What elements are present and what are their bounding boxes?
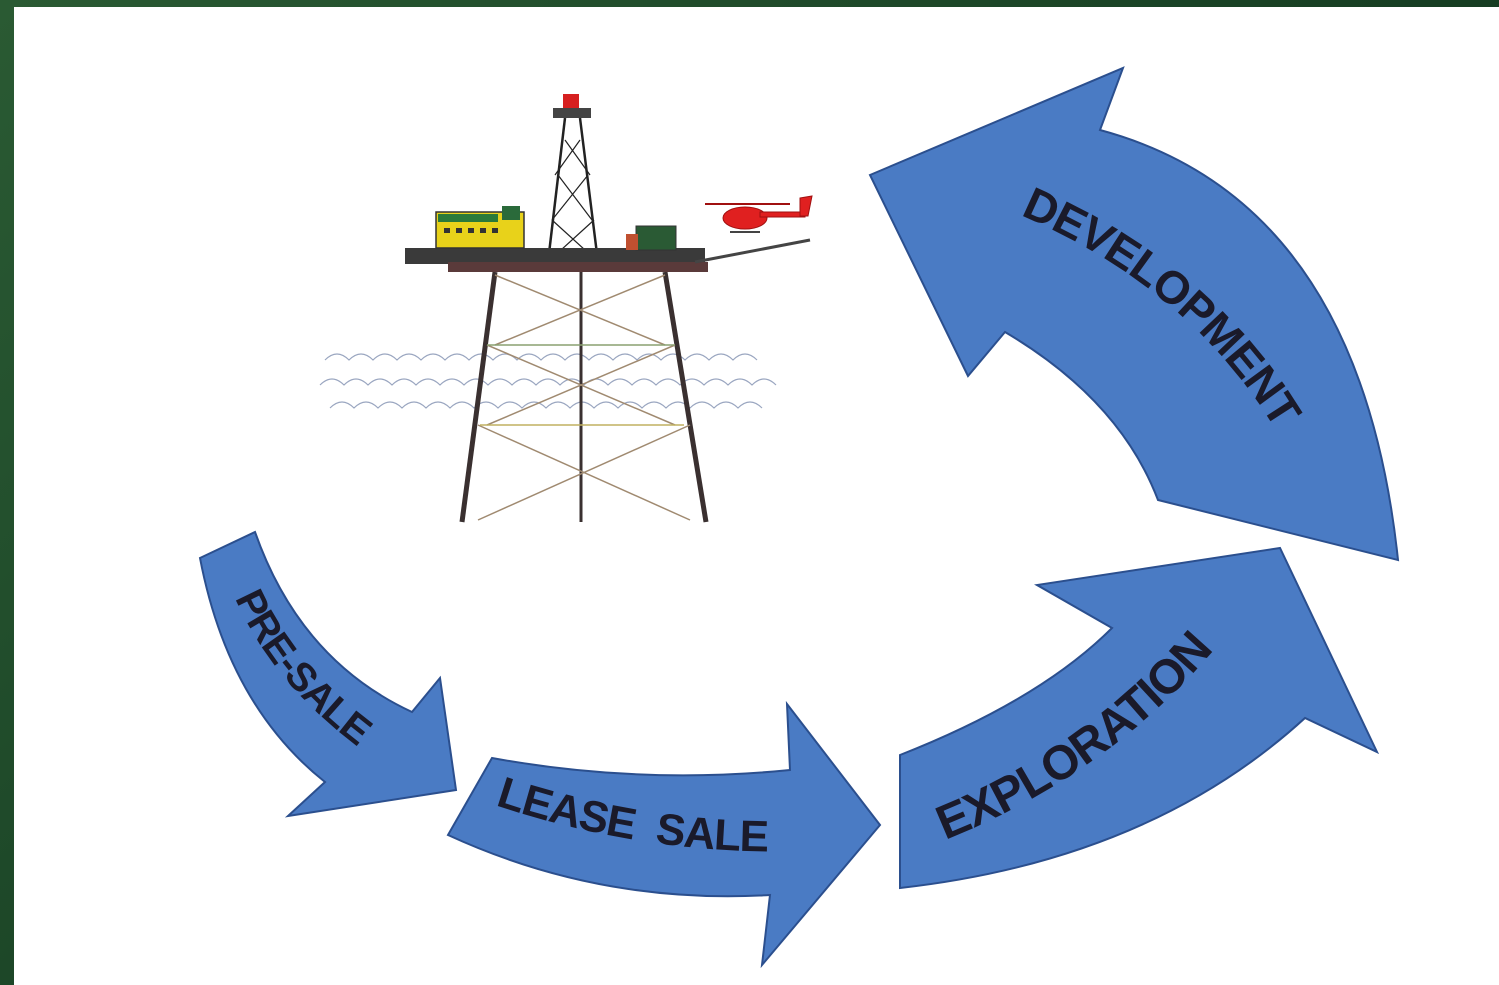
lease-sale-arrow <box>446 700 882 969</box>
platform-bracing <box>477 274 691 521</box>
exploration-arrow <box>899 546 1380 890</box>
platform-jacket <box>459 271 709 523</box>
helicopter-icon <box>705 195 813 233</box>
crown-block <box>553 108 591 118</box>
quarters-tower <box>502 206 520 220</box>
platform-deck <box>405 248 705 264</box>
quarters-roof <box>438 214 498 222</box>
quarters-windows <box>444 228 498 233</box>
platform-subdeck <box>448 262 708 272</box>
helipad <box>694 238 811 264</box>
oil-platform-icon <box>319 94 813 523</box>
derrick-beacon <box>563 94 579 108</box>
crane <box>626 234 638 250</box>
development-arrow <box>868 66 1400 562</box>
process-module <box>635 225 677 251</box>
derrick <box>546 117 600 263</box>
sea-waves <box>319 353 777 409</box>
pre-sale-arrow <box>198 530 458 818</box>
